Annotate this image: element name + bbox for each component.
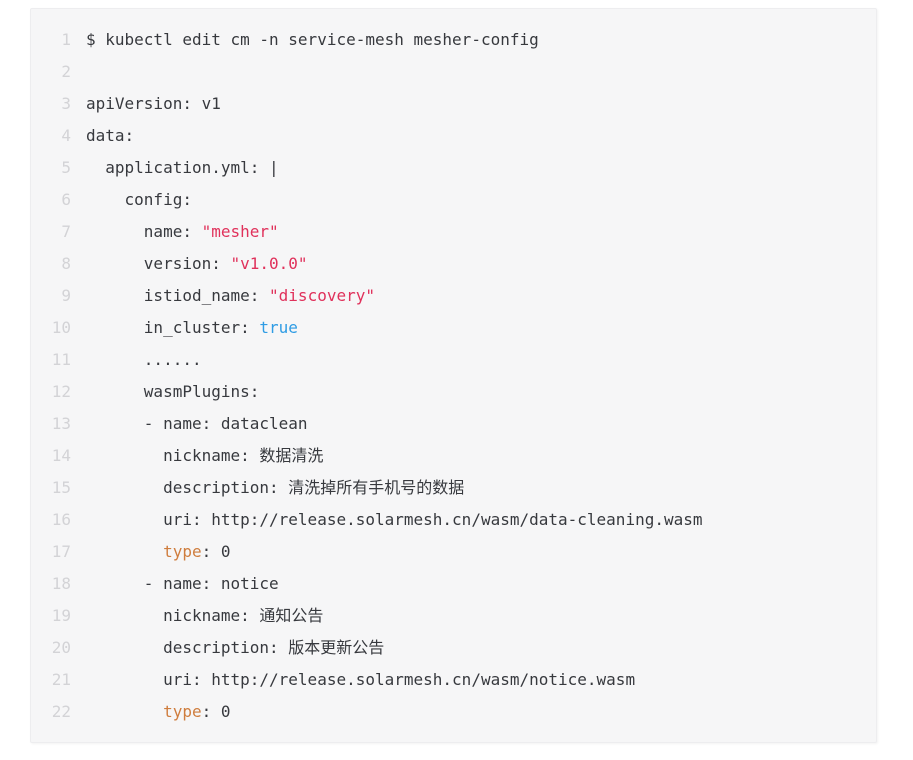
- code-segment-plain: apiVersion: v1: [86, 94, 221, 113]
- code-segment-plain: wasmPlugins:: [86, 382, 260, 401]
- code-segment-plain: - name: notice: [86, 574, 279, 593]
- code-line: 10 in_cluster: true: [31, 312, 866, 344]
- line-number: 21: [51, 670, 71, 689]
- code-text: description: 清洗掉所有手机号的数据: [86, 472, 464, 504]
- code-segment-plain: ......: [86, 350, 202, 369]
- code-block: 1 $ kubectl edit cm -n service-mesh meshe…: [30, 8, 877, 743]
- line-number: 22: [51, 702, 71, 721]
- code-segment-string: "discovery": [269, 286, 375, 305]
- line-number: 10: [51, 318, 71, 337]
- code-line: 12 wasmPlugins:: [31, 376, 866, 408]
- line-number: 18: [51, 574, 71, 593]
- code-line: 15 description: 清洗掉所有手机号的数据: [31, 472, 866, 504]
- code-line: 2: [31, 56, 866, 88]
- code-segment-plain: - name: dataclean: [86, 414, 308, 433]
- code-segment-plain: description: 版本更新公告: [86, 638, 385, 657]
- line-number: 7: [61, 222, 71, 241]
- code-segment-string: "mesher": [201, 222, 279, 241]
- line-number: 12: [51, 382, 71, 401]
- line-number: 19: [51, 606, 71, 625]
- line-number: 2: [61, 62, 71, 81]
- code-segment-plain: description: 清洗掉所有手机号的数据: [86, 478, 465, 497]
- code-segment-plain: config:: [86, 190, 192, 209]
- code-line: 11 ......: [31, 344, 866, 376]
- line-number: 8: [61, 254, 71, 273]
- code-segment-plain: version:: [86, 254, 231, 273]
- code-text: in_cluster: true: [86, 312, 298, 344]
- code-segment-plain: : 0: [201, 702, 231, 721]
- code-line: 13 - name: dataclean: [31, 408, 866, 440]
- code-text: wasmPlugins:: [86, 376, 260, 408]
- line-number: 3: [61, 94, 71, 113]
- code-text: nickname: 数据清洗: [86, 440, 323, 472]
- code-segment-keyword: type: [163, 542, 202, 561]
- line-number: 13: [51, 414, 71, 433]
- code-segment-plain: data:: [86, 126, 135, 145]
- code-text: config:: [86, 184, 192, 216]
- code-segment-plain: nickname: 通知公告: [86, 606, 324, 625]
- code-line: 16 uri: http://release.solarmesh.cn/wasm…: [31, 504, 866, 536]
- line-number: 1: [61, 30, 71, 49]
- code-line: 4 data:: [31, 120, 866, 152]
- code-text: apiVersion: v1: [86, 88, 221, 120]
- code-segment-plain: [86, 542, 163, 561]
- code-segment-plain: istiod_name:: [86, 286, 270, 305]
- code-text: nickname: 通知公告: [86, 600, 323, 632]
- code-text: - name: dataclean: [86, 408, 308, 440]
- code-text: type: 0: [86, 696, 231, 728]
- code-lines: 1 $ kubectl edit cm -n service-mesh meshe…: [31, 24, 866, 728]
- code-segment-plain: [86, 702, 163, 721]
- code-text: $ kubectl edit cm -n service-mesh mesher…: [86, 24, 539, 56]
- code-line: 5 application.yml: |: [31, 152, 866, 184]
- code-segment-plain: uri: http://release.solarmesh.cn/wasm/da…: [86, 510, 703, 529]
- line-number: 15: [51, 478, 71, 497]
- code-text: uri: http://release.solarmesh.cn/wasm/no…: [86, 664, 635, 696]
- code-segment-plain: name:: [86, 222, 202, 241]
- code-segment-plain: application.yml: |: [86, 158, 279, 177]
- code-segment-plain: : 0: [201, 542, 231, 561]
- line-number: 5: [61, 158, 71, 177]
- code-segment-plain: $ kubectl edit cm -n service-mesh mesher…: [86, 30, 539, 49]
- code-line: 8 version: "v1.0.0": [31, 248, 866, 280]
- code-line: 6 config:: [31, 184, 866, 216]
- line-number: 11: [51, 350, 71, 369]
- code-line: 20 description: 版本更新公告: [31, 632, 866, 664]
- code-line: 21 uri: http://release.solarmesh.cn/wasm…: [31, 664, 866, 696]
- code-text: istiod_name: "discovery": [86, 280, 375, 312]
- line-number: 14: [51, 446, 71, 465]
- code-segment-string: "v1.0.0": [230, 254, 308, 273]
- code-segment-plain: nickname: 数据清洗: [86, 446, 324, 465]
- code-line: 17 type: 0: [31, 536, 866, 568]
- code-text: uri: http://release.solarmesh.cn/wasm/da…: [86, 504, 703, 536]
- code-text: version: "v1.0.0": [86, 248, 308, 280]
- code-segment-keyword: type: [163, 702, 202, 721]
- code-segment-boolean: true: [259, 318, 298, 337]
- code-line: 19 nickname: 通知公告: [31, 600, 866, 632]
- line-number: 17: [51, 542, 71, 561]
- code-line: 7 name: "mesher": [31, 216, 866, 248]
- code-line: 22 type: 0: [31, 696, 866, 728]
- code-text: type: 0: [86, 536, 231, 568]
- code-text: application.yml: |: [86, 152, 279, 184]
- code-line: 9 istiod_name: "discovery": [31, 280, 866, 312]
- code-segment-plain: in_cluster:: [86, 318, 260, 337]
- code-text: data:: [86, 120, 134, 152]
- code-text: name: "mesher": [86, 216, 279, 248]
- code-text: ......: [86, 344, 202, 376]
- code-text: - name: notice: [86, 568, 279, 600]
- code-line: 1 $ kubectl edit cm -n service-mesh meshe…: [31, 24, 866, 56]
- line-number: 20: [51, 638, 71, 657]
- code-segment-plain: uri: http://release.solarmesh.cn/wasm/no…: [86, 670, 636, 689]
- line-number: 16: [51, 510, 71, 529]
- line-number: 4: [61, 126, 71, 145]
- line-number: 9: [61, 286, 71, 305]
- code-line: 3 apiVersion: v1: [31, 88, 866, 120]
- code-line: 18 - name: notice: [31, 568, 866, 600]
- line-number: 6: [61, 190, 71, 209]
- code-text: description: 版本更新公告: [86, 632, 384, 664]
- code-line: 14 nickname: 数据清洗: [31, 440, 866, 472]
